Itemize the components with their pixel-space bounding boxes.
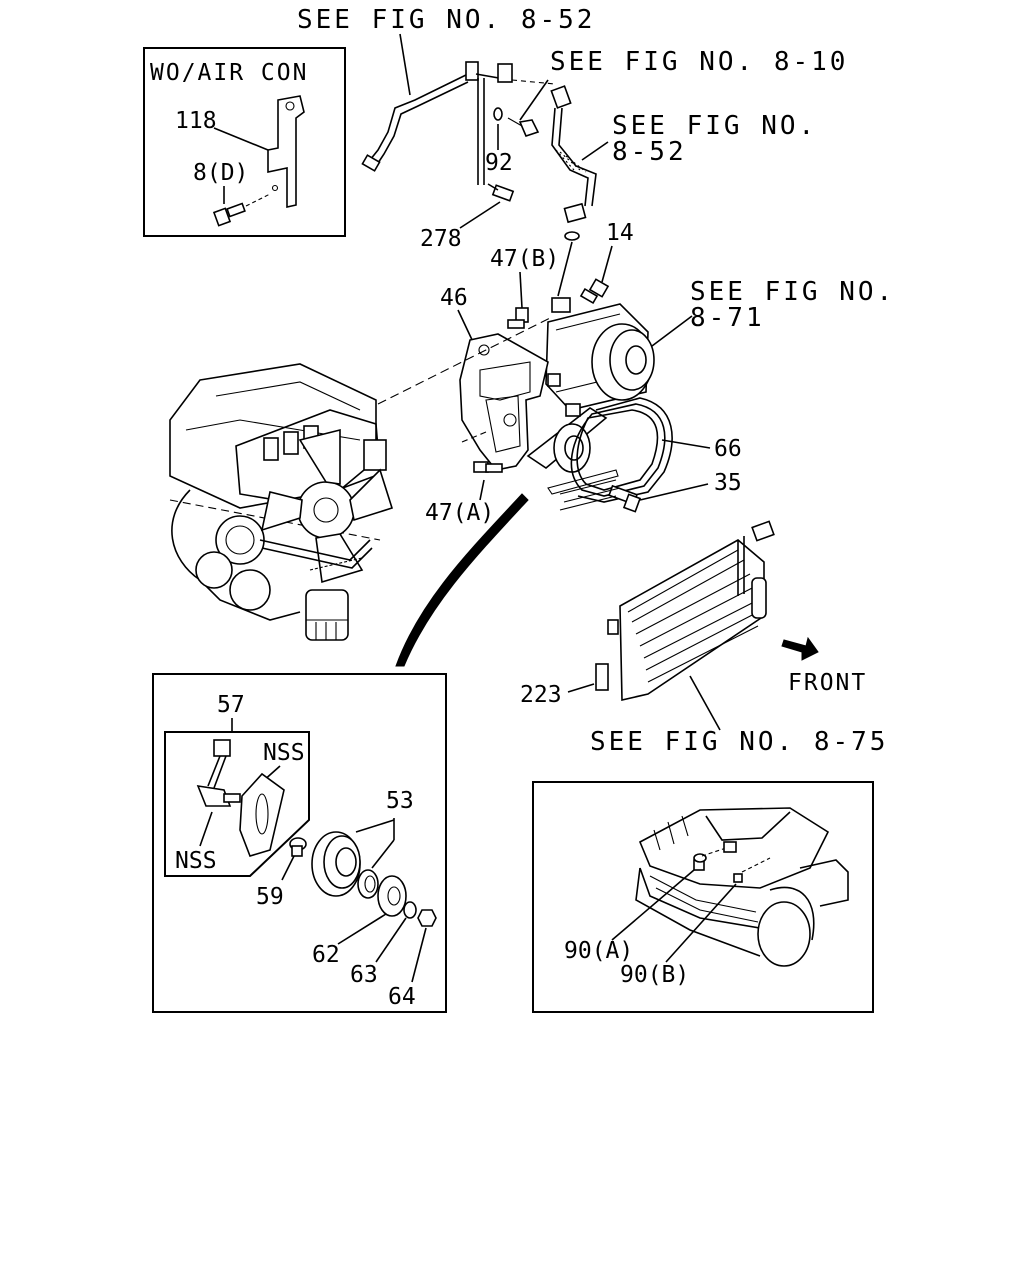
- part-35-label: 35: [714, 470, 742, 496]
- part-278-label: 278: [420, 226, 462, 252]
- part-63-label: 63: [350, 962, 378, 988]
- oil-filter: [305, 589, 349, 641]
- condenser: [595, 520, 775, 731]
- screw-278: [487, 183, 515, 202]
- engine-block: [169, 363, 394, 641]
- o-ring: [564, 231, 580, 241]
- ref-fig-8-52-line1: SEE FIG NO.: [612, 111, 817, 141]
- bolt-14: [579, 278, 610, 305]
- part-90b-label: 90(B): [620, 962, 689, 988]
- bracket-118: [267, 95, 305, 208]
- clip-90a: [693, 853, 707, 871]
- clip-90b: [733, 873, 743, 883]
- part-59-label: 59: [256, 884, 284, 910]
- part-53-label: 53: [386, 788, 414, 814]
- part-92-label: 92: [485, 150, 513, 176]
- part-14-label: 14: [606, 220, 634, 246]
- front-arrow-icon: [781, 636, 819, 661]
- inset-vehicle: 90(A) 90(B): [532, 781, 874, 1013]
- pulley-53: [311, 831, 361, 897]
- front-label: FRONT: [788, 670, 867, 696]
- bolt-8d: [212, 202, 246, 227]
- bolt-59: [289, 837, 307, 857]
- part-62-label: 62: [312, 942, 340, 968]
- part-8d-label: 8(D): [193, 160, 248, 186]
- hose-lines: 92 278: [361, 33, 609, 252]
- part-66-label: 66: [714, 436, 742, 462]
- bracket-46: [459, 333, 549, 471]
- inset-wo-air-con: WO/AIR CON 118 8(D): [143, 47, 346, 237]
- ref-fig-8-52-line2: 8-52: [612, 137, 687, 167]
- part-46-label: 46: [440, 285, 468, 311]
- ref-fig-8-71-line2: 8-71: [690, 303, 765, 333]
- washer-63: [403, 901, 417, 919]
- detail-pointer: [395, 493, 529, 667]
- ref-fig-8-10: SEE FIG NO. 8-10: [550, 47, 848, 77]
- inset-title: WO/AIR CON: [150, 60, 308, 86]
- nss-bottom-label: NSS: [175, 848, 217, 874]
- part-57-label: 57: [217, 692, 245, 718]
- part-47a-label: 47(A): [425, 500, 494, 526]
- ref-fig-8-52-top: SEE FIG NO. 8-52: [297, 5, 595, 35]
- ac-compressor: [545, 297, 693, 411]
- drive-belt-66: [570, 397, 673, 503]
- sub-assembly-57-box: [164, 731, 310, 877]
- inset-tensioner: 57 NSS NSS 59 53: [152, 673, 447, 1013]
- part-90a-label: 90(A): [564, 938, 633, 964]
- bolt-47a: [473, 461, 503, 473]
- ref-fig-8-71-line1: SEE FIG NO.: [690, 277, 895, 307]
- tensioner-plate: [239, 772, 285, 857]
- adjusting-bolt: [196, 739, 241, 807]
- bolt-35: [608, 484, 642, 513]
- bearing: [357, 869, 379, 899]
- nut-64: [417, 909, 437, 927]
- washer-92: [493, 107, 503, 121]
- bolt-47b: [507, 307, 529, 329]
- nss-top-label: NSS: [263, 740, 305, 766]
- part-223-label: 223: [520, 682, 562, 708]
- washer-62: [377, 875, 407, 917]
- vehicle-front: [635, 807, 849, 967]
- ref-fig-8-75: SEE FIG NO. 8-75: [590, 727, 888, 757]
- part-64-label: 64: [388, 984, 416, 1010]
- part-47b-label: 47(B): [490, 246, 559, 272]
- part-118-label: 118: [175, 108, 217, 134]
